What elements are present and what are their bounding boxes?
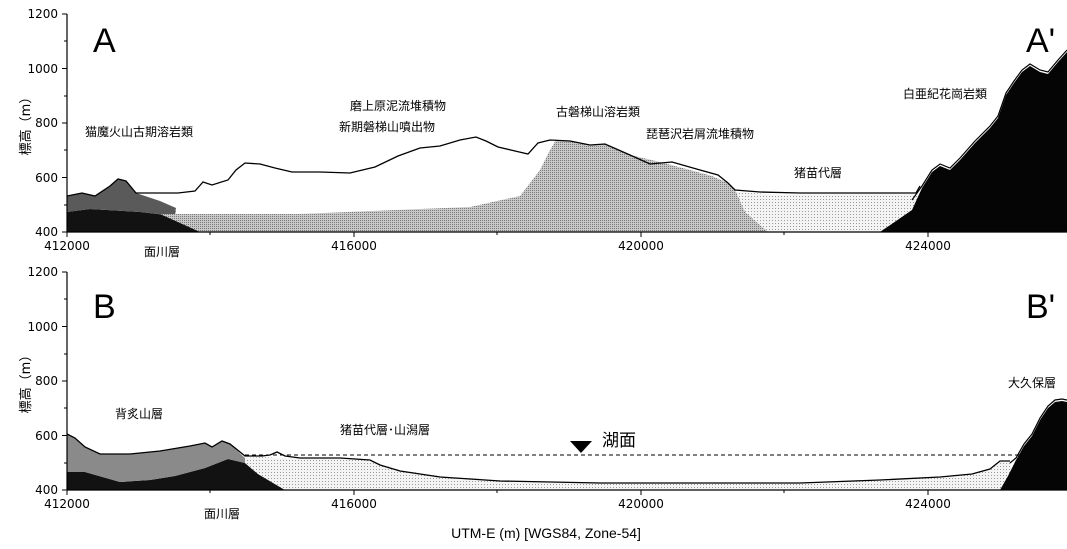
panel-a-xtick-420000: 420000 [618,239,664,253]
panel-a-xtick-416000: 416000 [331,239,377,253]
panel-a-nekoma-unit [67,179,176,216]
panel-b-ytick-600: 600 [35,429,58,443]
panel-b-axes: 1200 1000 800 600 400 412000 416000 4200… [18,265,1067,511]
panel-b-labels: B B' 背炙山層 猪苗代層･山潟層 大久保層 面川層 湖面 [93,288,1056,521]
panel-a-y-axis-label: 標高（m） [18,91,34,156]
label-inawashiro-yamagata: 猪苗代層･山潟層 [340,423,430,437]
panel-b-section [67,398,1067,490]
label-ookubo: 大久保層 [1008,376,1056,390]
label-seaburiyama: 背炙山層 [115,406,163,421]
label-kobandai-lavas: 古磐梯山溶岩類 [556,104,640,119]
panel-a-omokawa-unit [67,209,200,232]
panel-b-ytick-800: 800 [35,374,58,388]
panel-b-end-label: B' [1026,288,1055,326]
label-lake-surface: 湖面 [602,431,636,451]
panel-b-ookubo-unit [1000,401,1067,490]
panel-b-ookubo-outline [1009,398,1067,464]
panel-a-ytick-800: 800 [35,116,58,130]
label-surikamihara-mudflow: 磨上原泥流堆積物 [350,98,446,113]
panel-a-kobandai-unit [160,140,768,232]
panel-a-labels: A A' 猫魔火山古期溶岩類 磨上原泥流堆積物 新期磐梯山噴出物 古磐梯山溶岩類… [85,22,1055,259]
panel-a-xtick-424000: 424000 [905,239,951,253]
panel-b-surface-line [67,433,1010,484]
panel-b-xtick-412000: 412000 [44,497,90,511]
panel-a-surface-line [67,136,921,197]
label-cretaceous-granite: 白亜紀花崗岩類 [903,86,987,101]
panel-a-granite-unit [880,52,1067,232]
panel-b-xtick-420000: 420000 [618,497,664,511]
panel-a-ytick-1000: 1000 [27,62,58,76]
panel-a-start-label: A [93,22,116,60]
panel-b-ytick-1000: 1000 [27,320,58,334]
panel-b-ytick-400: 400 [35,483,58,497]
label-inawashiro-formation-a: 猪苗代層 [794,166,842,180]
panel-b-omokawa-unit [67,459,285,490]
panel-b-xtick-416000: 416000 [331,497,377,511]
x-axis-title: UTM-E (m) [WGS84, Zone-54] [451,525,641,541]
panel-a-axes: 1200 1000 800 600 400 412000 416000 4200… [18,7,1067,253]
panel-a-end-label: A' [1026,22,1055,60]
panel-a-ytick-400: 400 [35,225,58,239]
panel-b-xtick-424000: 424000 [905,497,951,511]
panel-b-ytick-1200: 1200 [27,265,58,279]
label-biwasawa-debris: 琵琶沢岩屑流堆積物 [646,126,754,141]
panel-a-ytick-1200: 1200 [27,7,58,21]
panel-a-section [67,49,1067,232]
panel-a-xtick-412000: 412000 [44,239,90,253]
panel-b-y-axis-label: 標高（m） [18,349,34,414]
label-omokawa-a: 面川層 [144,245,180,259]
label-shinki-bandai: 新期磐梯山噴出物 [339,119,435,134]
label-nekoma-lavas: 猫魔火山古期溶岩類 [85,124,193,139]
lake-surface-triangle-icon [570,441,592,453]
panel-b-start-label: B [93,288,116,326]
panel-b-inawashiro-yamagata-unit [245,457,1015,490]
panel-a-granite-outline [911,49,1067,201]
panel-b-seaburiyama-unit [67,434,245,482]
label-omokawa-b: 面川層 [204,507,240,521]
panel-a-ytick-600: 600 [35,171,58,185]
